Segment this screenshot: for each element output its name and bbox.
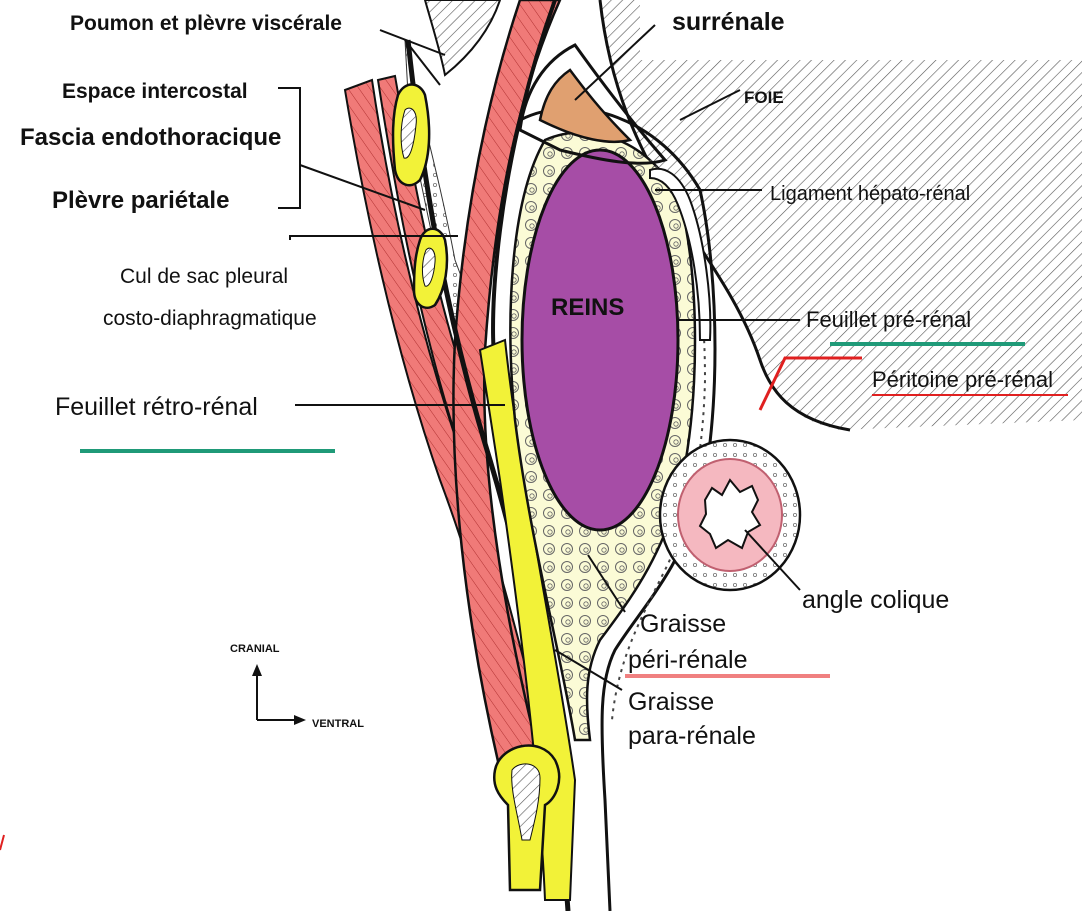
label-ligament: Ligament hépato-rénal — [770, 183, 970, 205]
label-graisse-peri-2: péri-rénale — [628, 646, 748, 674]
label-angle-colique: angle colique — [802, 586, 949, 614]
label-espace-intercostal: Espace intercostal — [62, 80, 248, 103]
lung-wedge — [425, 0, 500, 75]
label-fascia: Fascia endothoracique — [20, 124, 281, 151]
orientation-arrows — [252, 664, 306, 725]
label-surrenale: surrénale — [672, 8, 785, 36]
label-plevre-parietale: Plèvre pariétale — [52, 187, 229, 214]
label-feuillet-pre: Feuillet pré-rénal — [806, 307, 971, 332]
label-ventral: VENTRAL — [312, 718, 364, 730]
label-cranial: CRANIAL — [230, 643, 280, 655]
label-cul-de-sac-1: Cul de sac pleural — [120, 265, 288, 288]
label-reins: REINS — [551, 294, 624, 321]
label-peritoine: Péritoine pré-rénal — [872, 367, 1053, 392]
red-mark — [0, 835, 4, 850]
label-graisse-para-1: Graisse — [628, 688, 714, 716]
label-cul-de-sac-2: costo-diaphragmatique — [103, 307, 317, 330]
label-foie: FOIE — [744, 88, 784, 107]
kidney — [522, 150, 678, 530]
label-feuillet-retro: Feuillet rétro-rénal — [55, 393, 258, 421]
label-graisse-para-2: para-rénale — [628, 722, 756, 750]
label-poumon: Poumon et plèvre viscérale — [70, 12, 342, 35]
label-graisse-peri-1: Graisse — [640, 610, 726, 638]
